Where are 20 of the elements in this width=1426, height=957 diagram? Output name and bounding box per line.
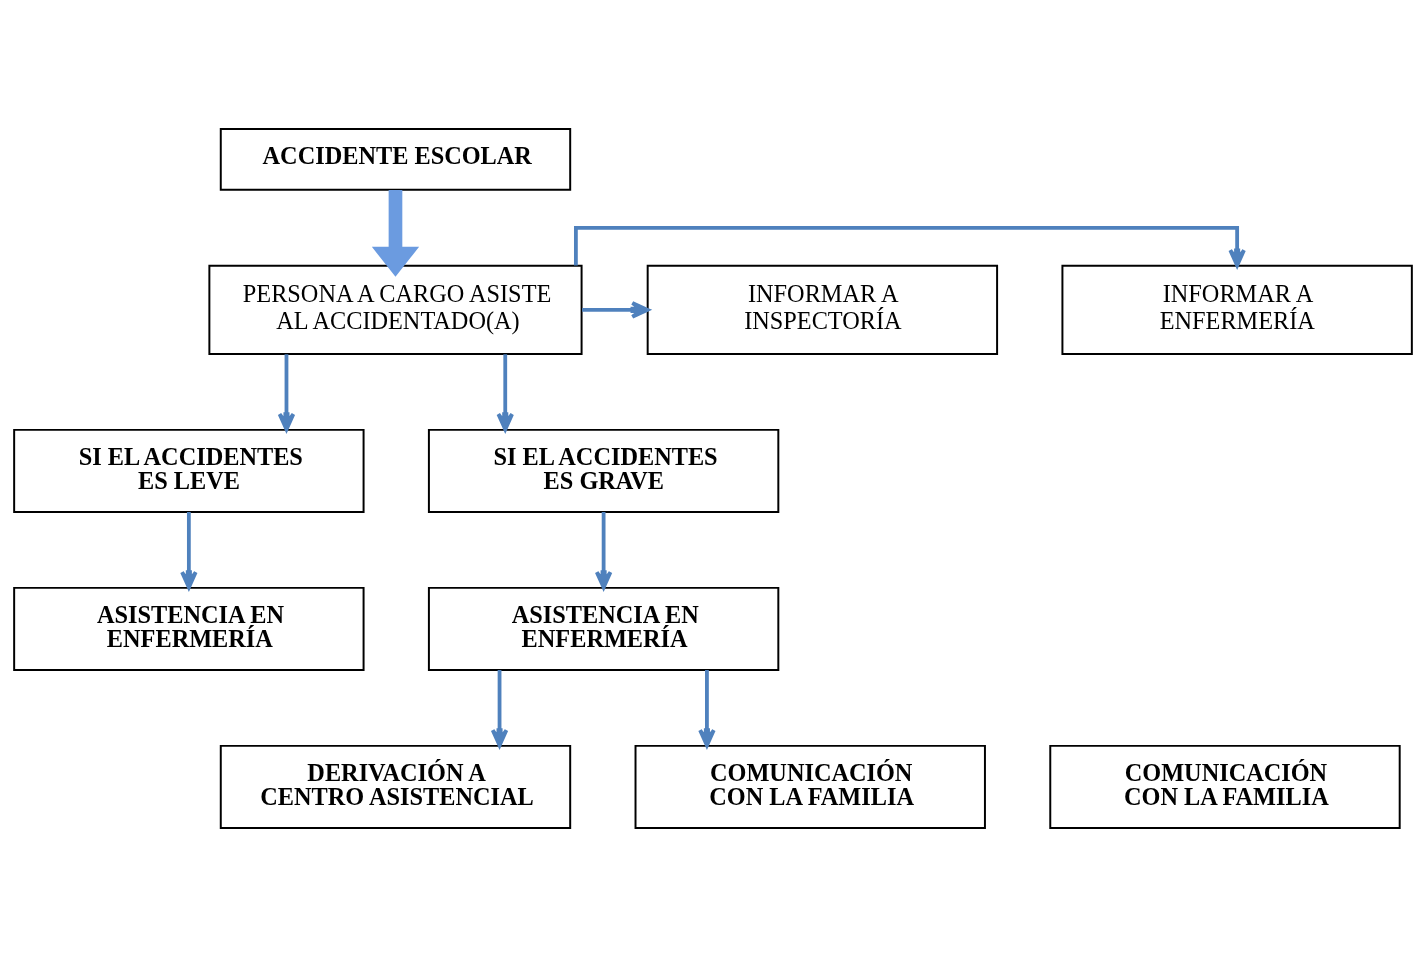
node-box: INFORMAR A ENFERMERÍA bbox=[1061, 264, 1413, 355]
arrow bbox=[490, 670, 509, 748]
node-box: SI EL ACCIDENTES ES LEVE bbox=[13, 428, 365, 513]
node-box: SI EL ACCIDENTES ES GRAVE bbox=[427, 428, 780, 513]
arrow bbox=[574, 225, 1246, 268]
arrow bbox=[277, 354, 296, 432]
arrow bbox=[496, 354, 514, 432]
arrow bbox=[582, 301, 650, 319]
node-box: COMUNICACIÓN CON LA FAMILIA bbox=[1049, 744, 1401, 829]
arrow bbox=[698, 670, 716, 748]
node-box: COMUNICACIÓN CON LA FAMILIA bbox=[634, 744, 986, 829]
arrow bbox=[180, 512, 198, 590]
node-box: ASISTENCIA EN ENFERMERÍA bbox=[427, 586, 780, 671]
node-box: DERIVACIÓN A CENTRO ASISTENCIAL bbox=[219, 744, 572, 829]
node-box: INFORMAR A INSPECTORÍA bbox=[646, 264, 999, 355]
arrow bbox=[594, 512, 613, 590]
node-box: ACCIDENTE ESCOLAR bbox=[219, 128, 572, 191]
arrow bbox=[371, 189, 420, 277]
node-box: ASISTENCIA EN ENFERMERÍA bbox=[13, 586, 365, 671]
node-box: PERSONA A CARGO ASISTE AL ACCIDENTADO(A) bbox=[208, 264, 583, 355]
